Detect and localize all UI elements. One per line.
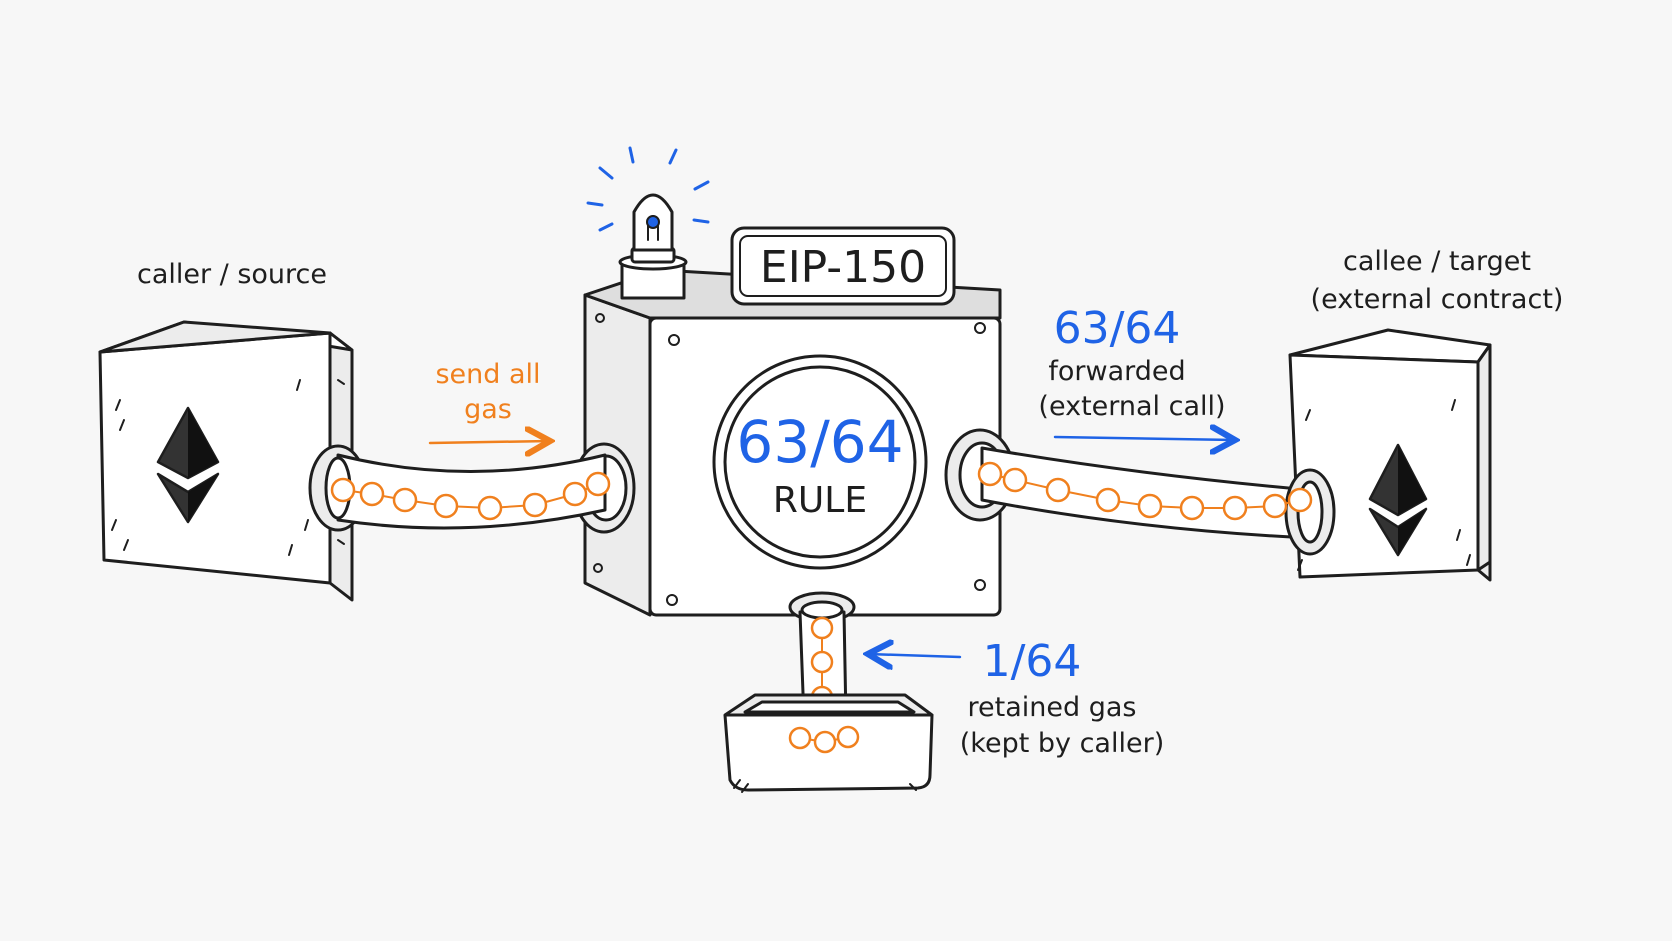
gas-units-forwarded [977, 461, 1313, 521]
dial-word: RULE [773, 480, 867, 521]
forwarded-arrow [1053, 437, 1235, 440]
callee-label-line2: (external contract) [1311, 284, 1564, 315]
gas-unit-icon [810, 616, 834, 640]
forwarded-label-line2: (external call) [1038, 391, 1225, 422]
callee-label-line1: callee / target [1343, 246, 1531, 277]
caller-contract-box [98, 320, 354, 602]
gas-unit-icon [1287, 487, 1313, 513]
gas-units-incoming [330, 471, 611, 521]
send-all-gas-arrow [428, 441, 550, 443]
gas-unit-icon [1222, 495, 1248, 521]
gas-unit-icon [1179, 495, 1205, 521]
retained-arrow [868, 654, 962, 657]
gas-unit-icon [788, 726, 812, 750]
retained-fraction: 1/64 [983, 636, 1082, 687]
callee-contract-box [1288, 328, 1492, 582]
gas-unit-icon [433, 493, 459, 519]
gas-unit-icon [477, 495, 503, 521]
retained-label-line2: (kept by caller) [960, 728, 1164, 759]
gas-unit-icon [1137, 493, 1163, 519]
send-all-gas-label-line1: send all [435, 359, 540, 390]
retained-label-line1: retained gas [968, 692, 1137, 723]
gas-unit-icon [1002, 467, 1028, 493]
gas-unit-icon [585, 471, 611, 497]
gas-unit-icon [562, 481, 588, 507]
caller-label: caller / source [137, 259, 327, 290]
gas-unit-icon [359, 481, 385, 507]
ethereum-icon [1368, 443, 1428, 557]
gas-unit-icon [813, 730, 837, 754]
gas-unit-icon [392, 487, 418, 513]
send-all-gas-label-line2: gas [464, 394, 512, 425]
gas-unit-icon [836, 725, 860, 749]
eip150-plate-label: EIP-150 [760, 242, 926, 293]
gas-unit-icon [522, 492, 548, 518]
gas-unit-icon [1095, 487, 1121, 513]
ethereum-icon [156, 406, 220, 524]
alarm-light-icon [586, 146, 710, 300]
rule-dial: 63/64 RULE [712, 354, 928, 570]
gas-unit-icon [1045, 477, 1071, 503]
forwarded-fraction: 63/64 [1054, 303, 1181, 354]
gas-unit-icon [330, 477, 356, 503]
eip150-plate: EIP-150 [730, 226, 956, 306]
gas-units-tray [788, 725, 860, 754]
dial-fraction: 63/64 [736, 408, 903, 476]
gas-unit-icon [1262, 493, 1288, 519]
gas-unit-icon [977, 461, 1003, 487]
gas-unit-icon [810, 650, 834, 674]
forwarded-label-line1: forwarded [1048, 356, 1185, 387]
